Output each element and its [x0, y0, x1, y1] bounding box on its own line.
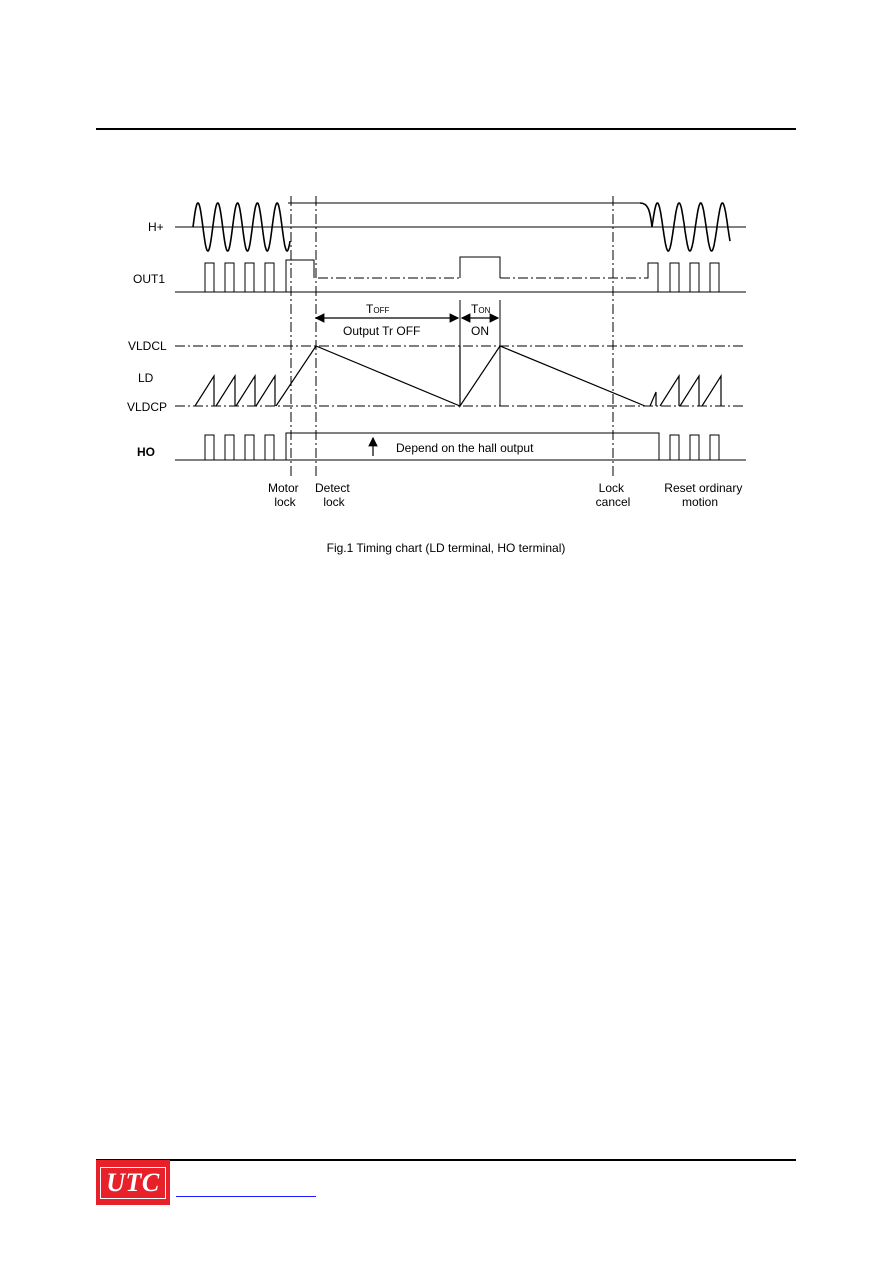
motor-lock-label: Motor lock [268, 481, 302, 509]
h-plus-left-sinusoid [192, 202, 291, 252]
figure-caption: Fig.1 Timing chart (LD terminal, HO term… [326, 541, 566, 555]
on-label: ON [471, 324, 489, 338]
out1-held-pulse [285, 259, 315, 292]
detect-lock-label: Detect lock [315, 481, 353, 509]
ho-right-pulses [669, 434, 720, 460]
out1-right-pulses [644, 262, 720, 292]
ld-label: LD [138, 371, 154, 385]
out1-on-pulse [459, 256, 501, 278]
vldcp-label: VLDCP [127, 400, 167, 414]
footer-rule [96, 1159, 796, 1161]
ho-left-pulses [204, 434, 275, 460]
ho-label: HO [137, 445, 155, 459]
depend-on-hall-label: Depend on the hall output [396, 441, 534, 455]
ld-left-sawtooth [194, 373, 276, 407]
t-on-label: TON [471, 302, 491, 316]
h-plus-label: H+ [148, 220, 164, 234]
out1-left-pulses [204, 262, 275, 292]
footer-link[interactable] [176, 1196, 316, 1197]
vldcl-label: VLDCL [128, 339, 167, 353]
lock-cancel-label: Lock cancel [596, 481, 631, 509]
ho-lock-region [285, 432, 660, 460]
utc-logo-frame: UTC [100, 1166, 166, 1199]
timing-chart: TOFF TON Output Tr OFF ON Depend on the … [127, 196, 746, 509]
t-off-label: TOFF [366, 302, 389, 316]
reset-ordinary-motion-label: Reset ordinary motion [664, 481, 745, 509]
h-plus-right-sinusoid [639, 202, 731, 252]
output-tr-off-label: Output Tr OFF [343, 324, 420, 338]
ld-right-sawtooth [649, 373, 722, 407]
header-rule [96, 128, 796, 130]
out1-label: OUT1 [133, 272, 165, 286]
utc-logo-text: UTC [106, 1167, 160, 1197]
utc-logo: UTC [96, 1160, 170, 1205]
